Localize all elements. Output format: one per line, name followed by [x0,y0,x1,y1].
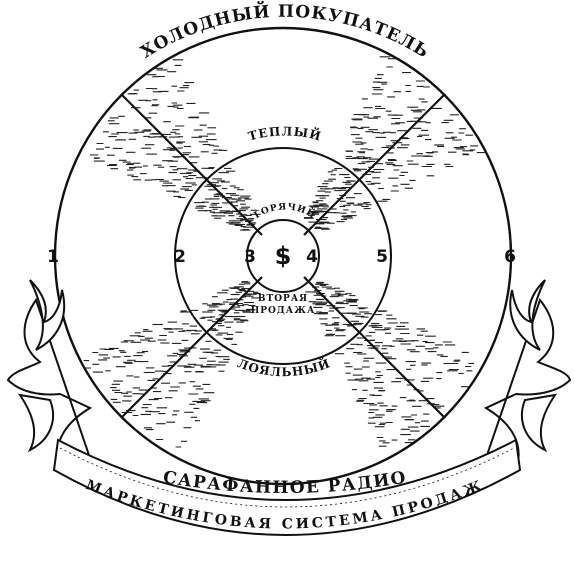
hot-label-text: ГОРЯЧИЙ [253,202,318,221]
second-sale-label-1: ВТОРАЯ [258,294,308,304]
number-2: 2 [174,247,186,267]
number-1: 1 [47,247,59,267]
hatching-texture [83,56,485,448]
banner-hatch-edge [59,447,515,508]
number-4: 4 [306,247,318,267]
number-3: 3 [244,247,256,267]
hot-label: ГОРЯЧИЙ [253,202,319,221]
dollar-icon: $ [275,242,292,270]
left-ribbon [6,279,93,472]
bottom-banner [52,438,522,536]
number-6: 6 [504,247,516,267]
warm-label: ТЕПЛЫЙ [247,124,324,143]
warm-label-text: ТЕПЛЫЙ [247,124,323,143]
inner-circle [246,219,320,293]
divider-lines [120,93,446,419]
second-sale-label-2: ПРОДАЖА [251,306,316,316]
number-5: 5 [376,247,388,267]
outer-circle [53,26,513,486]
right-ribbon [483,279,572,472]
middle-circle [174,147,392,365]
